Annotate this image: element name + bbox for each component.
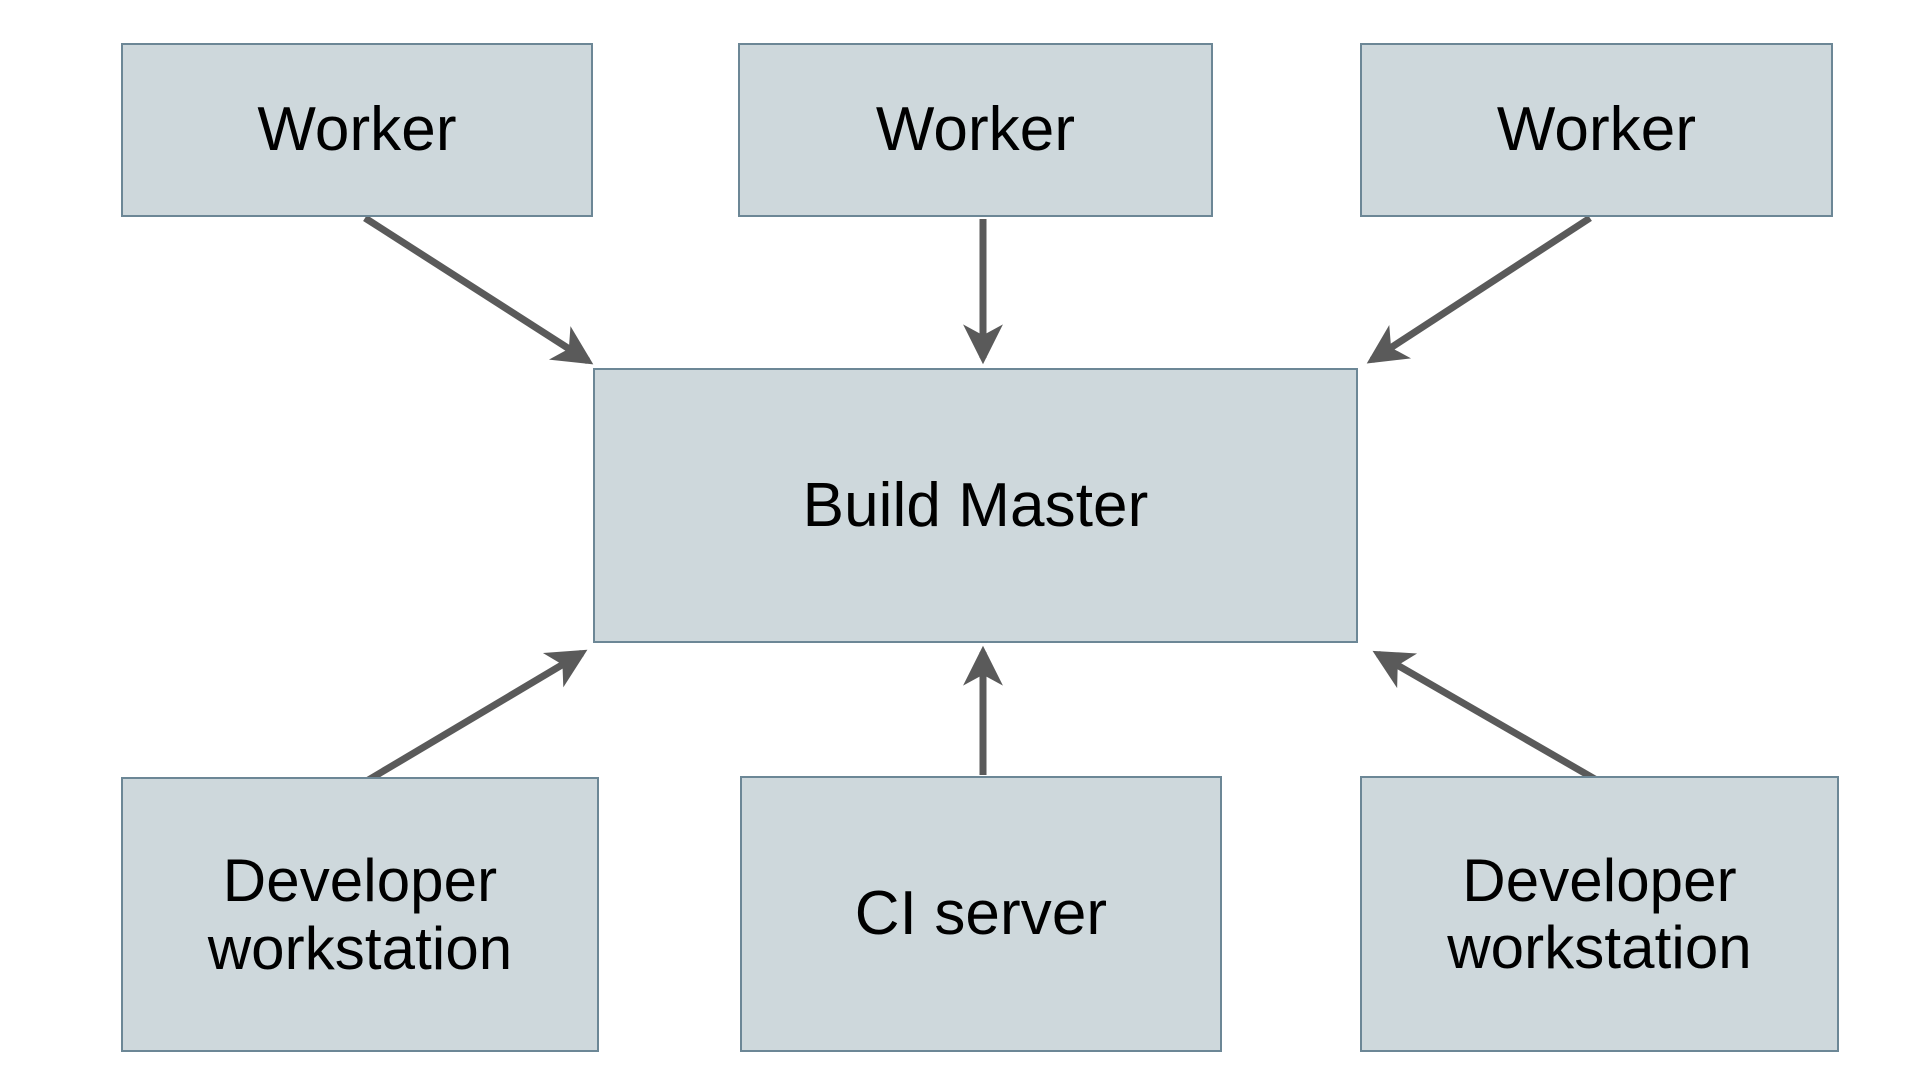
node-worker-1[interactable]: Worker: [121, 43, 593, 217]
node-build-master[interactable]: Build Master: [593, 368, 1358, 643]
node-worker-2[interactable]: Worker: [738, 43, 1213, 217]
edge-developer-workstation-right-to-build-master: [1372, 650, 1602, 786]
node-label-worker-2: Worker: [875, 95, 1076, 165]
edge-worker-3-to-build-master: [1366, 215, 1592, 364]
node-label-developer-workstation-right: Developer workstation: [1447, 846, 1752, 981]
node-label-ci-server: CI server: [854, 879, 1108, 949]
edge-developer-workstation-left-to-build-master: [363, 649, 588, 786]
node-label-build-master: Build Master: [802, 470, 1149, 540]
node-worker-3[interactable]: Worker: [1360, 43, 1833, 217]
node-developer-workstation-right[interactable]: Developer workstation: [1360, 776, 1839, 1052]
node-label-worker-1: Worker: [257, 95, 457, 165]
node-label-developer-workstation-left: Developer workstation: [207, 847, 513, 982]
node-label-worker-3: Worker: [1496, 95, 1697, 165]
node-developer-workstation-left[interactable]: Developer workstation: [121, 777, 599, 1052]
node-ci-server[interactable]: CI server: [740, 776, 1222, 1052]
edge-worker-1-to-build-master: [363, 215, 594, 365]
